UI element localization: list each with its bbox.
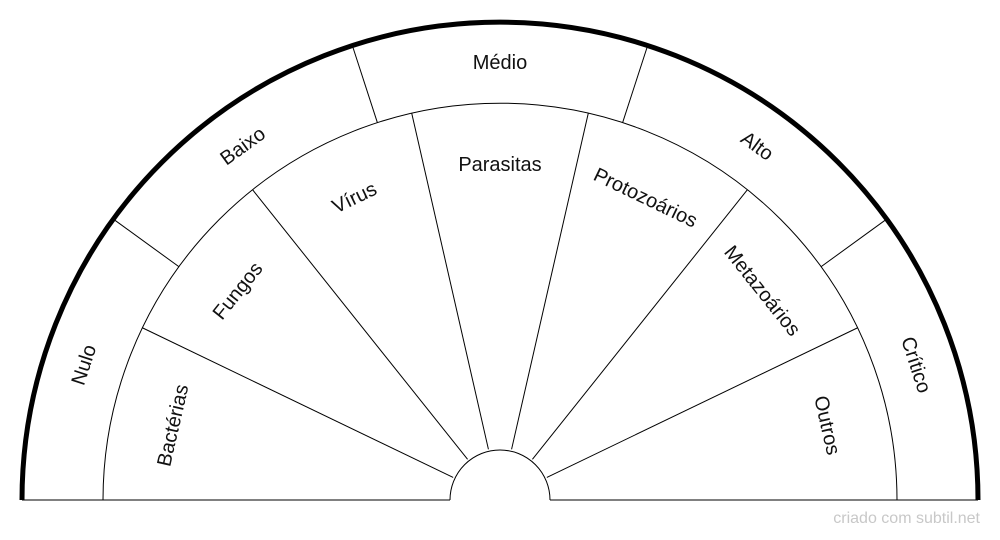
sector-label: Metazoários xyxy=(719,242,804,341)
outer-label: Baixo xyxy=(216,123,269,170)
outer-label: Crítico xyxy=(896,334,935,396)
sector-label: Protozoários xyxy=(590,164,701,233)
sector-divider xyxy=(411,112,489,450)
sector-divider xyxy=(532,189,748,460)
sector-label: Vírus xyxy=(329,178,381,218)
credit-text: criado com subtil.net xyxy=(833,510,980,527)
sector-divider xyxy=(142,327,454,478)
inner-ring-arc xyxy=(102,102,898,501)
outer-divider xyxy=(351,45,378,123)
outer-divider xyxy=(622,45,649,123)
outer-divider xyxy=(820,218,888,268)
outer-label: Médio xyxy=(473,52,527,74)
sector-label: Bactérias xyxy=(153,382,193,468)
outer-arc xyxy=(19,19,981,501)
sector-label: Outros xyxy=(809,394,844,457)
sector-label: Parasitas xyxy=(458,154,541,176)
sector-label: Fungos xyxy=(209,258,268,324)
outer-label: Nulo xyxy=(68,342,102,388)
outer-divider xyxy=(112,218,180,268)
sector-divider xyxy=(546,327,858,478)
sector-divider xyxy=(252,189,468,460)
sector-divider xyxy=(511,112,589,450)
center-hub xyxy=(449,449,551,501)
outer-label: Alto xyxy=(736,127,777,165)
